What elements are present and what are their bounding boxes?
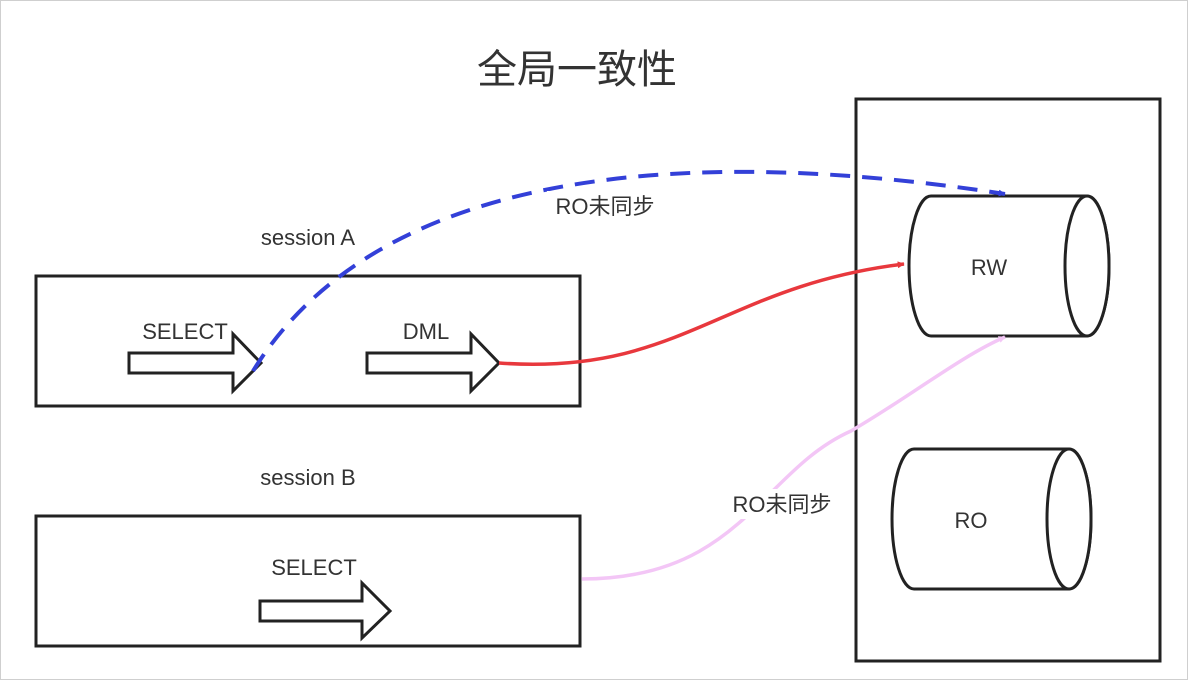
session-a-select-label: SELECT bbox=[142, 319, 228, 344]
session-a-dml-arrow bbox=[365, 330, 502, 395]
session-b-select-label: SELECT bbox=[271, 555, 357, 580]
edge-label-bg bbox=[723, 489, 841, 519]
rw-database: RW bbox=[907, 194, 1111, 338]
session-a-select-arrow bbox=[127, 330, 264, 395]
session-a-box bbox=[34, 274, 582, 408]
session-b-box bbox=[34, 514, 582, 648]
session-b-select-arrow bbox=[258, 579, 393, 642]
edge-label-bg bbox=[547, 191, 663, 221]
session-b-label: session B bbox=[260, 465, 355, 490]
session-a-dml-label: DML bbox=[403, 319, 449, 344]
edge-dml-to-rw bbox=[498, 261, 905, 366]
ro-database: RO bbox=[890, 447, 1093, 591]
ro-label: RO bbox=[955, 508, 988, 533]
edge-select-b-to-rw bbox=[581, 335, 1006, 581]
edge-select-b-to-rw-label: RO未同步 bbox=[732, 492, 831, 517]
diagram-title: 全局一致性 bbox=[477, 48, 677, 92]
session-a-label: session A bbox=[261, 225, 355, 250]
edge-select-a-to-rw bbox=[251, 169, 1006, 373]
edge-select-a-to-rw-label: RO未同步 bbox=[555, 194, 654, 219]
rw-label: RW bbox=[971, 255, 1007, 280]
